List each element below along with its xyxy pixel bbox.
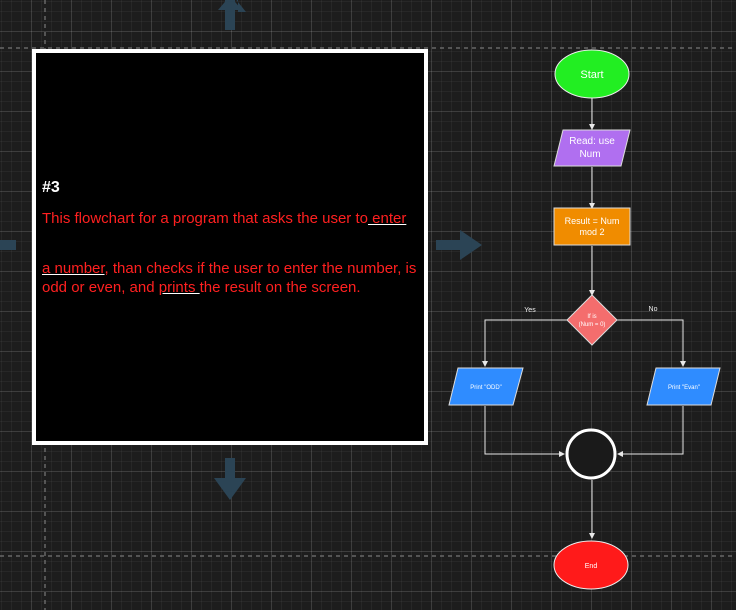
note-heading: #3: [42, 179, 60, 196]
branch-no-label: No: [649, 306, 658, 313]
note-line2b: the result on the screen.: [199, 279, 361, 296]
note-link-enter: enter: [367, 210, 407, 227]
connect-arrow-down-icon[interactable]: [214, 458, 246, 500]
note-link-a-number: a number: [42, 260, 105, 277]
branch-yes-label: Yes: [524, 307, 536, 314]
note-paragraph-2: a number, than checks if the user to ent…: [42, 259, 417, 297]
start-label: Start: [580, 69, 603, 81]
print-odd-node[interactable]: Print "ODD": [448, 367, 524, 406]
flow-connectors: [482, 98, 686, 539]
read-input-node[interactable]: Read: use Num: [553, 129, 631, 167]
print-even-node[interactable]: Print "Evan": [646, 367, 721, 406]
process-node[interactable]: Result = Num mod 2: [553, 207, 631, 246]
print-even-label: Print "Evan": [668, 385, 700, 391]
process-label-line2: mod 2: [579, 227, 604, 237]
process-label-line1: Result = Num: [565, 216, 620, 226]
merge-connector-node[interactable]: [565, 428, 617, 480]
print-odd-label: Print "ODD": [470, 385, 502, 391]
end-node[interactable]: End: [553, 540, 629, 590]
start-node[interactable]: Start: [554, 49, 630, 99]
connect-arrow-right-icon[interactable]: [436, 230, 482, 260]
read-label-line1: Read: use: [569, 136, 615, 147]
end-label: End: [585, 563, 598, 570]
description-note[interactable]: #3 This flowchart for a program that ask…: [32, 49, 428, 445]
note-line1: This flowchart for a program that asks t…: [42, 210, 368, 227]
decision-label-line1: If is: [587, 314, 596, 320]
connect-arrow-up-icon[interactable]: [218, 0, 246, 30]
note-line2a: , than checks if the user to enter the n…: [42, 260, 417, 296]
decision-node[interactable]: If is (Num = 0): [566, 294, 618, 346]
note-link-prints: prints: [158, 279, 200, 296]
note-paragraph-1: This flowchart for a program that asks t…: [42, 209, 417, 228]
read-label-line2: Num: [579, 149, 600, 160]
connect-arrow-left-icon[interactable]: [0, 240, 16, 250]
decision-label-line2: (Num = 0): [579, 322, 606, 328]
